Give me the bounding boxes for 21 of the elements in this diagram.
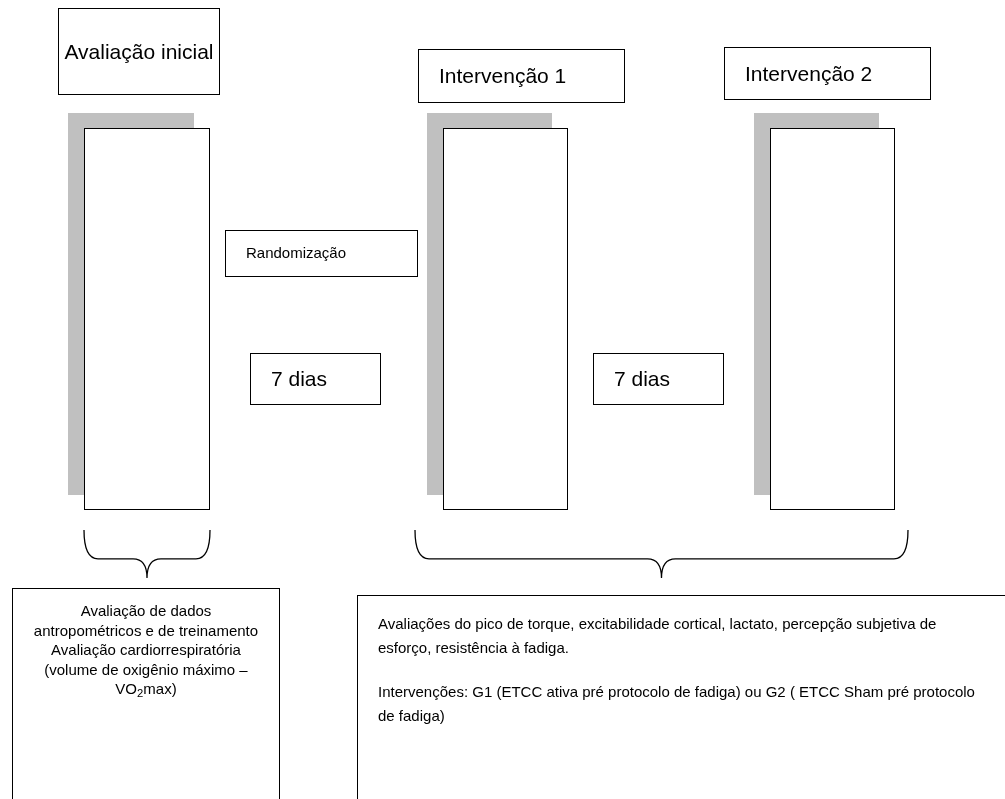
text-box [357,595,1005,799]
text-box [250,353,381,405]
box-text: 7 dias [271,366,328,393]
text-box [418,49,625,103]
phase-bar [427,113,568,510]
box-text: Intervenção 1 [439,63,567,90]
text-box [12,588,280,799]
text-box [593,353,724,405]
phase-bar [754,113,895,510]
box-text: 7 dias [614,366,671,393]
text-box [225,230,418,277]
box-text: Avaliação de dados antropométricos e de treinamento [32,601,260,640]
box-text: Randomização [246,243,347,264]
phase-bar [68,113,210,510]
box-text: Avaliações do pico de torque, excitabilidade cortical, lactato, percepção subjetiva de esforço, resistência à fadiga. [378,614,938,658]
box-text: Avaliação inicial [64,38,214,65]
box-text: Intervenções: G1 (ETCC ativa pré protocolo de fadiga) ou G2 ( ETCC Sham pré protocolo de fadiga) [378,682,976,726]
text-box [58,8,220,95]
box-text: Intervenção 2 [745,60,873,87]
box-text: Avaliação cardiorrespiratória (volume de oxigênio máximo – VO$_{2}$max) [43,640,249,699]
text-box [724,47,931,100]
